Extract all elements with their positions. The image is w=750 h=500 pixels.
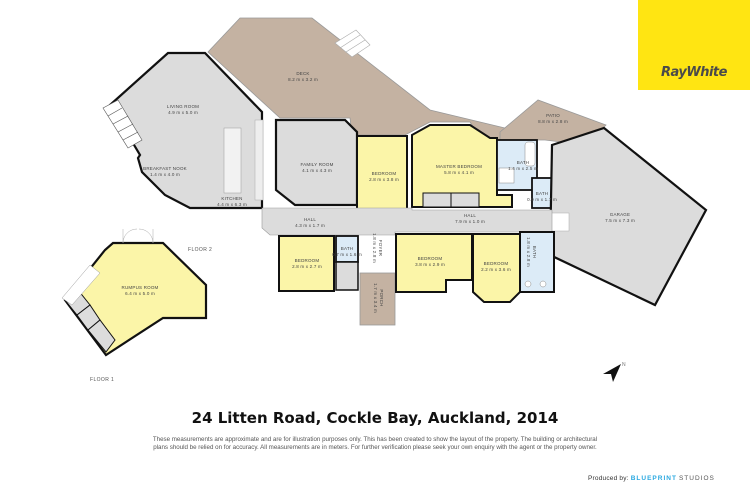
label-living-room: Living Room4.9 m x 5.0 m (166, 104, 200, 115)
deck-stairs (334, 29, 371, 58)
svg-text:N: N (622, 362, 626, 368)
label-rumpus-room: Rumpus Room6.4 m x 5.0 m (121, 285, 159, 296)
shower (498, 167, 515, 184)
rumpus-room-area (63, 241, 208, 357)
deck-area (207, 17, 506, 161)
raywhite-logo: RayWhite (638, 0, 750, 90)
floor-2-label: FLOOR 2 (188, 247, 213, 253)
producer-credit: Produced by: BLUEPRINT STUDIOS (588, 475, 715, 482)
label-foyer: Foyer1.8 m x 2.8 m (372, 233, 383, 263)
closet (422, 192, 452, 208)
closet (450, 192, 480, 208)
label-ensuite-bath: Bath1.4 m x 2.5 m (508, 160, 538, 171)
label-porch: Porch1.7 m x 3.4 m (373, 283, 384, 313)
hall-area (261, 207, 553, 236)
rumpus-french-doors (122, 228, 154, 244)
label-master-bedroom: Master Bedroom5.8 m x 4.1 m (435, 164, 483, 175)
label-bedroom-3: Bedroom3.8 m x 2.9 m (415, 256, 445, 267)
label-breakfast-nook: Breakfast Nook1.4 m x 4.0 m (143, 166, 187, 177)
garage-stairs (550, 212, 570, 232)
label-hall-bath: Bath0.7 m x 1.6 m (332, 246, 362, 257)
kitchen-island (223, 127, 242, 194)
bedroom-2-area (278, 235, 335, 292)
bedroom-1-area (356, 135, 408, 211)
label-hall-west: Hall4.3 m x 1.7 m (295, 217, 325, 228)
hall-closet (335, 261, 359, 291)
bathtub (524, 141, 536, 167)
label-patio: Patio8.8 m x 2.8 m (538, 113, 568, 124)
property-address-title: 24 Litten Road, Cockle Bay, Auckland, 20… (191, 409, 559, 427)
living-stairs (102, 99, 143, 149)
label-bedroom-2: Bedroom2.8 m x 2.7 m (292, 258, 322, 269)
label-garage: Garage7.5 m x 7.3 m (605, 212, 635, 223)
label-bedroom-4: Bedroom2.2 m x 3.6 m (481, 261, 511, 272)
porch-area (359, 272, 396, 326)
disclaimer-text: These measurements are approximate and a… (152, 436, 598, 451)
rumpus-stairs (61, 264, 101, 306)
label-kitchen: Kitchen4.4 m x 6.3 m (217, 196, 247, 207)
north-arrow-icon: N (603, 362, 626, 382)
garage-area (548, 126, 708, 307)
label-hall-east: Hall7.9 m x 1.0 m (455, 213, 485, 224)
floor-1-label: FLOOR 1 (90, 377, 115, 383)
label-main-bath: Bath1.8 m x 2.8 m (526, 237, 537, 267)
label-bedroom-1: Bedroom2.8 m x 3.8 m (369, 171, 399, 182)
label-family-room: Family Room4.1 m x 4.3 m (300, 162, 334, 173)
label-small-bath: Bath0.9 m x 1.7 m (527, 191, 557, 202)
logo-text: RayWhite (661, 65, 727, 80)
label-deck: Deck8.2 m x 3.2 m (288, 71, 318, 82)
kitchen-counter (254, 119, 264, 201)
